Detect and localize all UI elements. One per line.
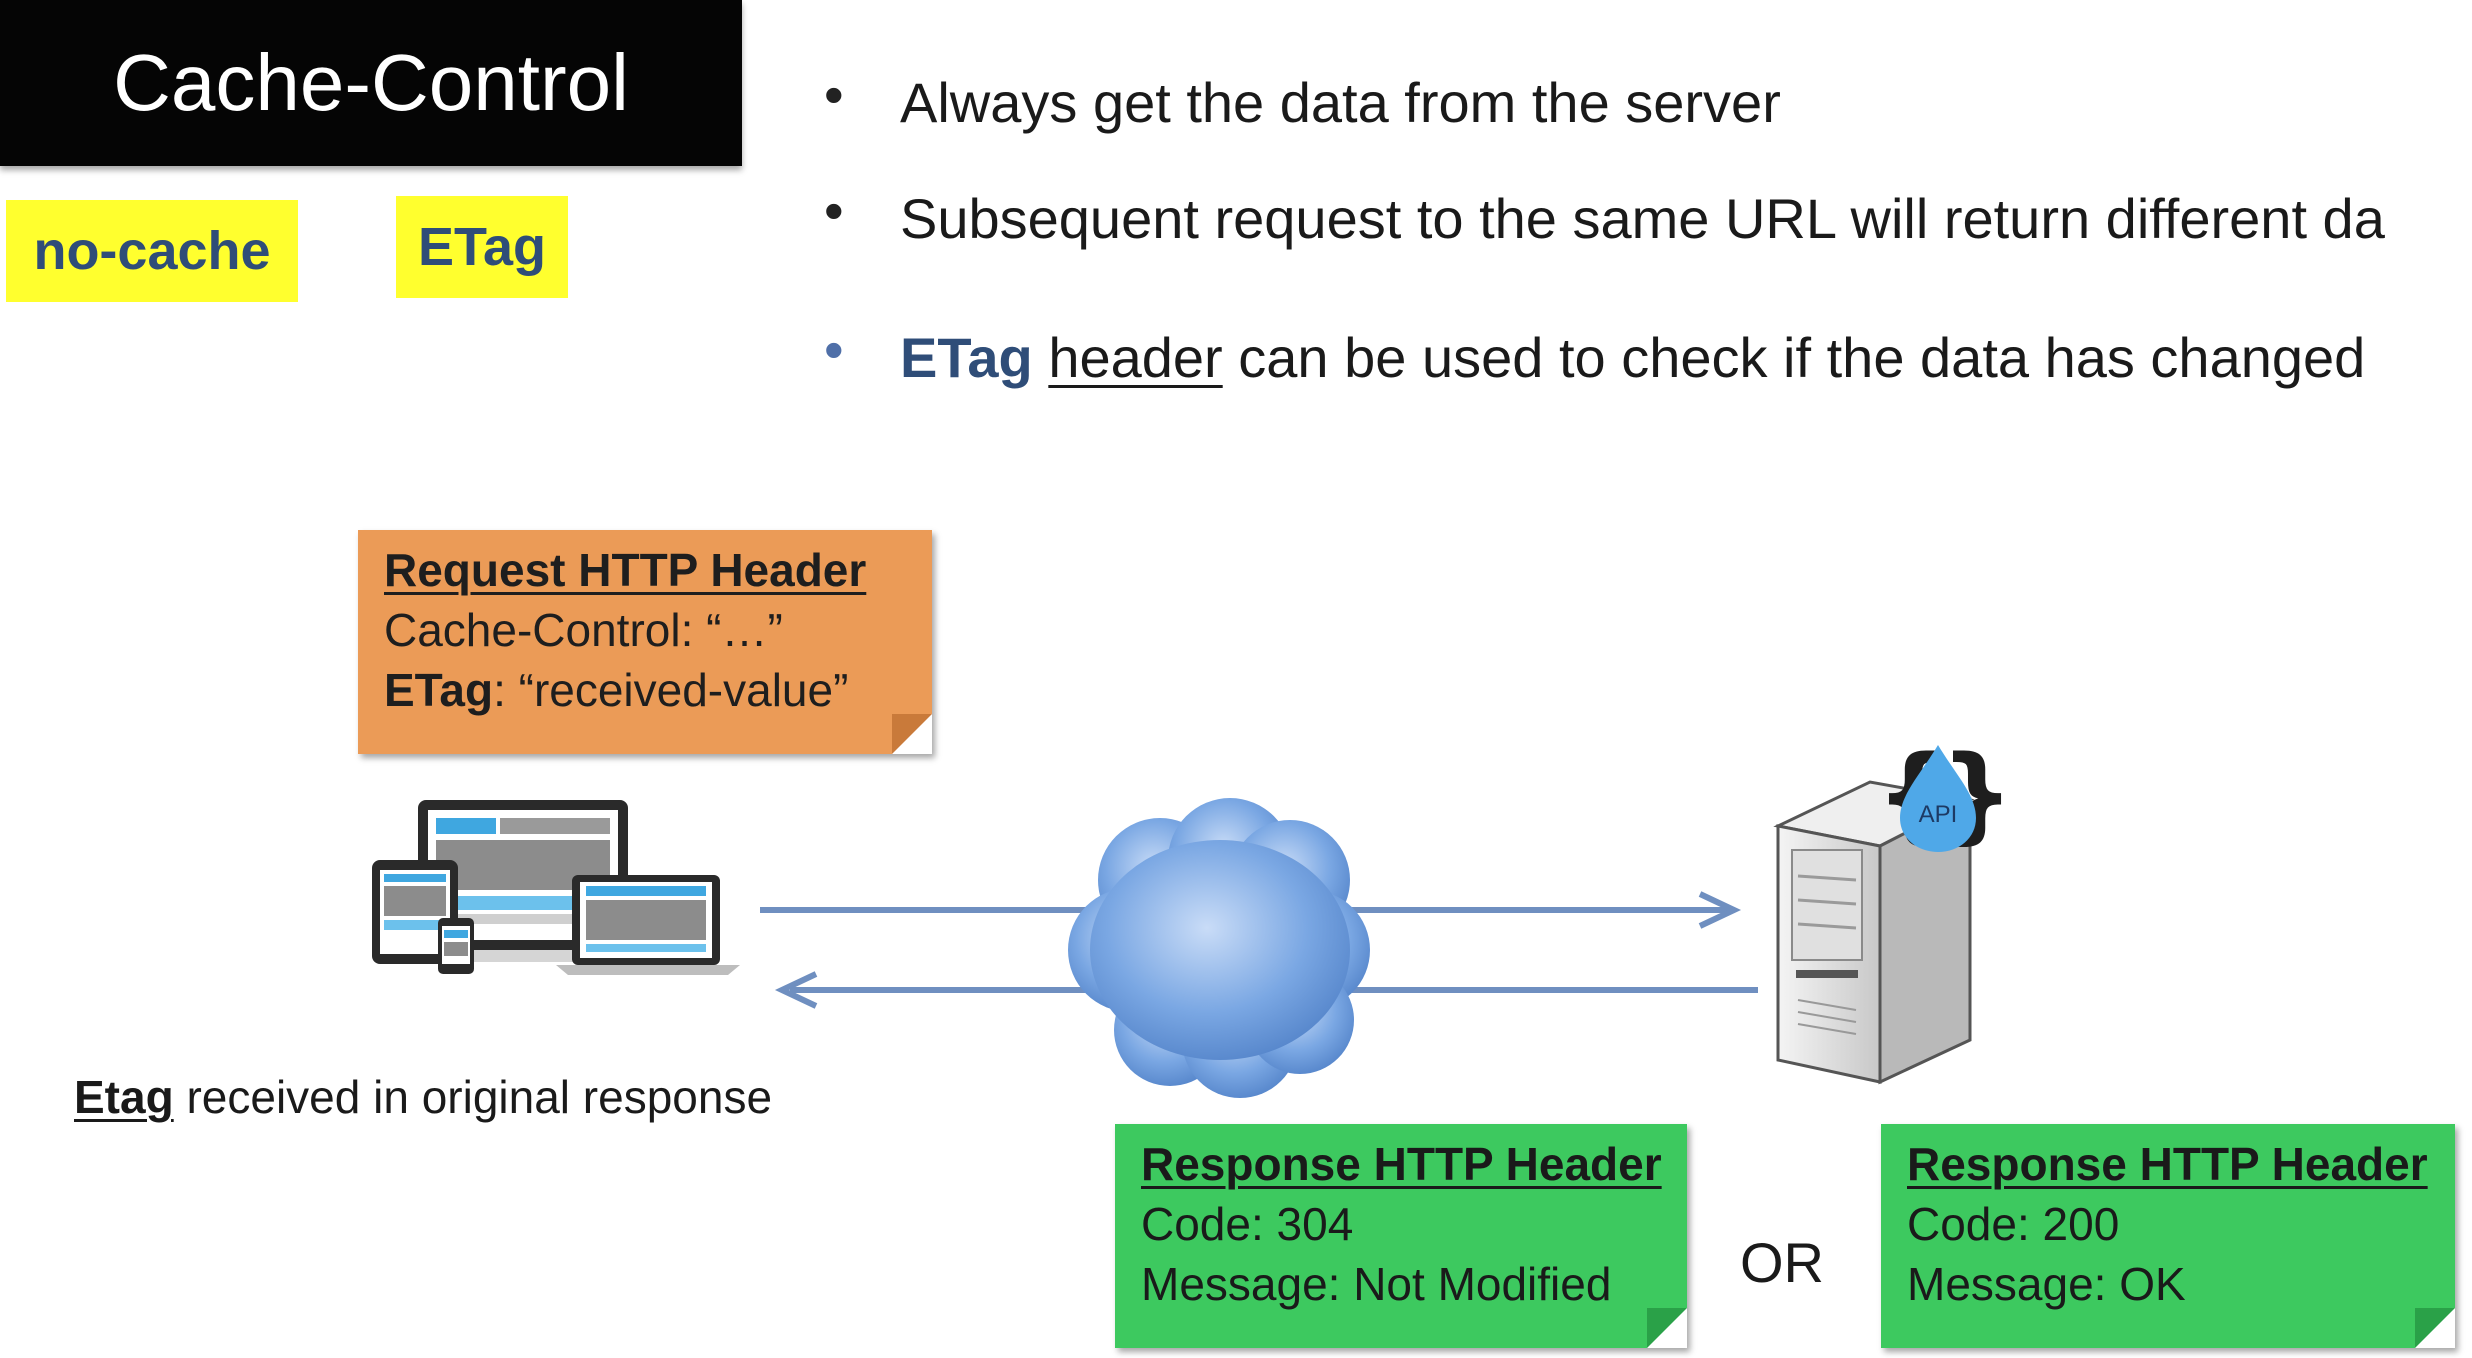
header-word: header: [1048, 326, 1223, 389]
response-note-message: Message: Not Modified: [1141, 1258, 1612, 1310]
response-200-note: Response HTTP Header Code: 200 Message: …: [1881, 1124, 2455, 1348]
response-arrowhead: [774, 971, 818, 1009]
response-note-code: Code: 200: [1907, 1198, 2120, 1250]
request-header-note: Request HTTP Header Cache-Control: “…” E…: [358, 530, 932, 754]
bullet-text: Always get the data from the server: [900, 71, 1781, 134]
request-note-heading: Request HTTP Header: [384, 544, 867, 596]
note-fold: [2415, 1308, 2455, 1348]
bullet-dot: •: [824, 318, 844, 381]
bullet-dot: •: [824, 179, 844, 242]
request-note-cache-control: Cache-Control: “…”: [384, 604, 783, 656]
api-label: API: [1919, 801, 1958, 828]
request-note-etag-key: ETag: [384, 664, 494, 716]
page-title: Cache-Control: [113, 38, 629, 127]
response-note-heading: Response HTTP Header: [1141, 1138, 1662, 1190]
api-drop-icon: { } API: [1876, 733, 2014, 855]
note-fold: [892, 714, 932, 754]
bullet-subsequent-request: • Subsequent request to the same URL wil…: [824, 179, 2385, 251]
etag-caption: Etag received in original response: [74, 1070, 772, 1124]
bullet-text: can be used to check if the data has cha…: [1222, 326, 2366, 389]
bullet-dot: •: [824, 63, 844, 126]
request-note-etag-line: ETag: “received-value”: [384, 660, 932, 720]
request-arrowhead: [1698, 891, 1742, 929]
etag-word: ETag: [900, 326, 1033, 389]
bullet-text: Subsequent request to the same URL will …: [900, 187, 2385, 250]
or-label: OR: [1740, 1231, 1824, 1294]
no-cache-tag: no-cache: [6, 200, 298, 302]
bullet-always-server: • Always get the data from the server: [824, 63, 1781, 135]
response-note-heading: Response HTTP Header: [1907, 1138, 2428, 1190]
title-banner: Cache-Control: [0, 0, 742, 166]
caption-text: received in original response: [173, 1071, 773, 1123]
response-304-note: Response HTTP Header Code: 304 Message: …: [1115, 1124, 1687, 1348]
note-fold: [1647, 1308, 1687, 1348]
request-note-etag-value: : “received-value”: [493, 664, 849, 716]
response-note-code: Code: 304: [1141, 1198, 1354, 1250]
cloud-icon: [1068, 798, 1370, 1098]
devices-icon: [372, 800, 740, 975]
bullet-etag-header: • ETag header can be used to check if th…: [824, 318, 2366, 390]
caption-etag-word: Etag: [74, 1071, 174, 1123]
response-note-message: Message: OK: [1907, 1258, 2186, 1310]
etag-tag: ETag: [396, 196, 568, 298]
